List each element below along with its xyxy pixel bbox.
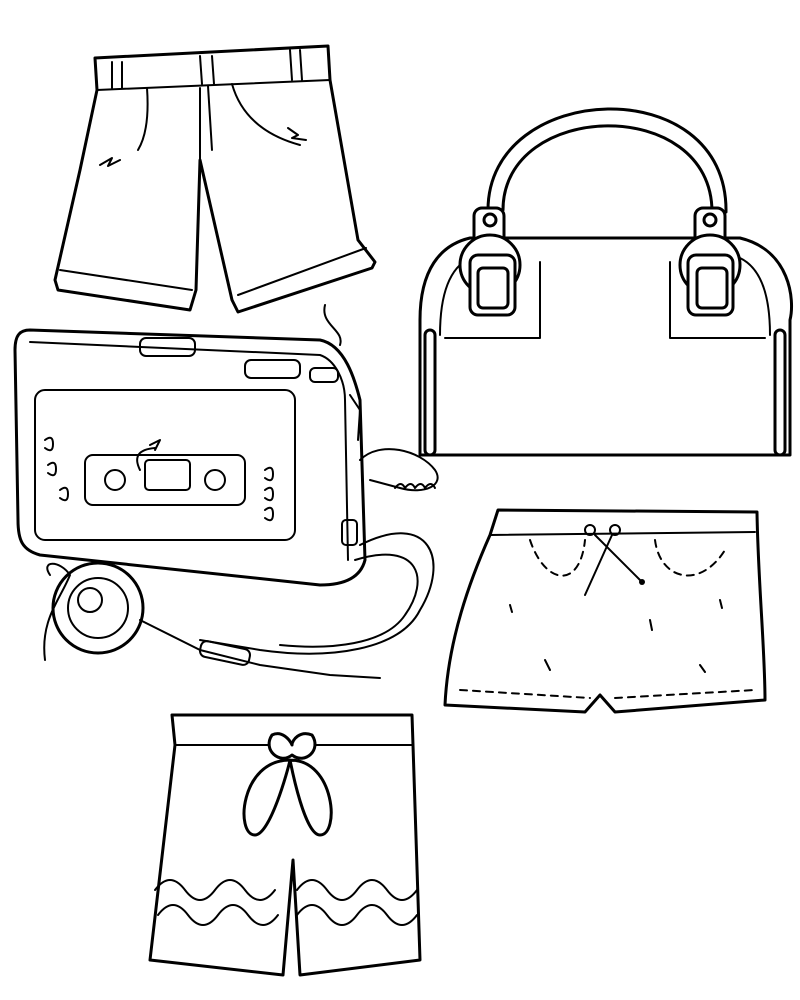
jeans-shorts <box>53 44 377 314</box>
swim-trunks <box>148 713 422 977</box>
handbag <box>418 107 794 457</box>
drawstring-shorts <box>443 508 767 714</box>
cassette-player <box>13 304 367 587</box>
headphones <box>43 448 439 679</box>
